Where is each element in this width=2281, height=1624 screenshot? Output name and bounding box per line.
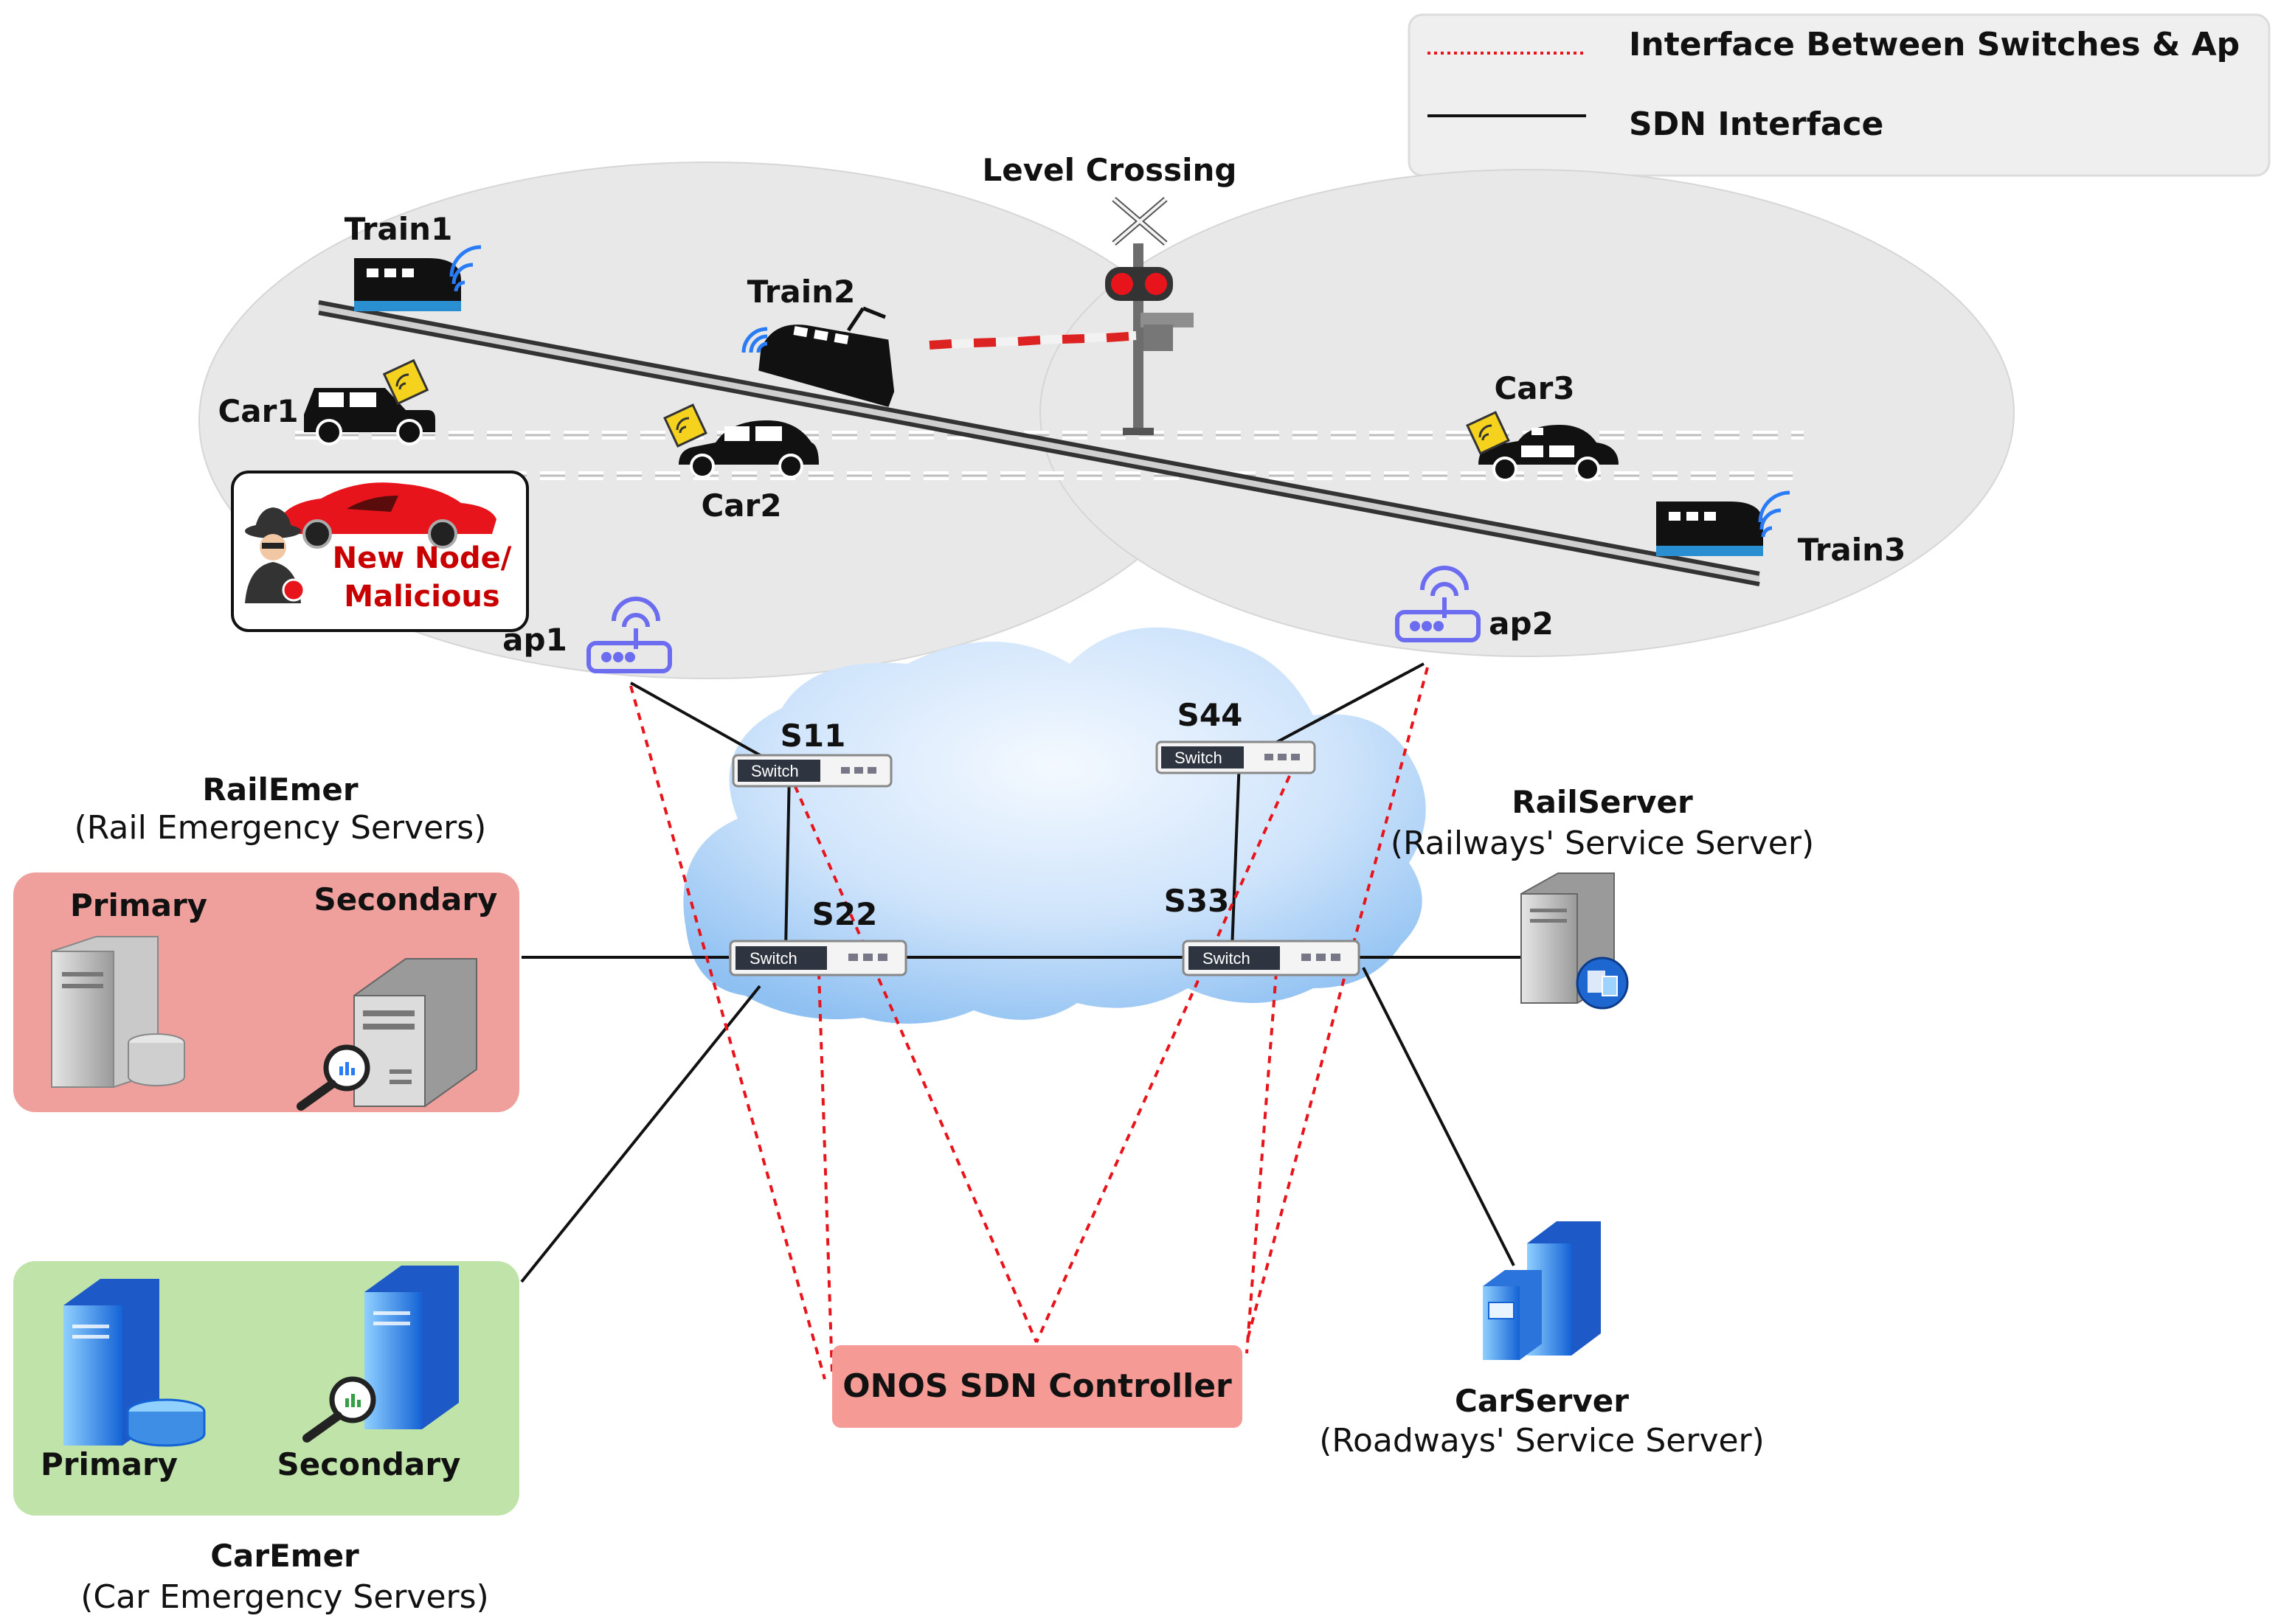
link-s11-controller (788, 772, 1038, 1343)
ap2-coverage-area (1039, 169, 2015, 657)
car2: Car2 (663, 403, 819, 524)
switch-s22: S22 Switch (729, 896, 907, 976)
crossing-barrier (929, 331, 1137, 350)
car1-label: Car1 (218, 393, 298, 429)
wifi-sign-icon (1466, 411, 1510, 455)
switch-s44: S44 Switch (1155, 697, 1316, 774)
car-icon (304, 388, 435, 445)
level-crossing-label: Level Crossing (983, 152, 1237, 188)
malicious-node: New Node/ Malicious (231, 471, 529, 632)
link-s11-s22 (784, 772, 791, 951)
link-s33-carserver (1362, 967, 1515, 1266)
link-ap1-s11 (630, 681, 775, 765)
rail-emer-title: RailEmer (202, 771, 358, 808)
legend-black-solid-label: SDN Interface (1629, 105, 1883, 143)
wifi-icon (1758, 490, 1790, 538)
router-icon (1395, 566, 1481, 642)
red-car-icon (277, 482, 496, 549)
hacker-icon (245, 507, 305, 603)
link-s22-controller (817, 971, 834, 1374)
switch-s11-label: S11 (780, 718, 846, 754)
crossing-sign-icon (1112, 196, 1168, 246)
wifi-sign-icon (382, 358, 429, 406)
switch-faceplate-label: Switch (1202, 949, 1250, 968)
car2-label: Car2 (701, 487, 781, 524)
car1: Car1 (218, 358, 435, 445)
switch-s11: S11 Switch (732, 718, 893, 788)
rail-emer-secondary-label: Secondary (314, 881, 498, 917)
rail-server: RailServer (Railways' Service Server) (1391, 784, 1814, 1010)
switch-s22-label: S22 (812, 896, 878, 932)
link-ap2-controller (1245, 667, 1429, 1343)
car3: Car3 (1466, 370, 1619, 482)
network-cloud (683, 627, 1426, 1024)
car-server-title: CarServer (1455, 1383, 1629, 1419)
train3-label: Train3 (1798, 532, 1906, 568)
switch-s33: S33 Switch (1164, 883, 1360, 976)
controller-box (832, 1345, 1242, 1428)
link-s44-controller (1035, 775, 1291, 1343)
ap1: ap1 (502, 597, 672, 673)
search-server-icon (297, 958, 477, 1111)
link-ap2-s44 (1268, 662, 1425, 748)
car-server: CarServer (Roadways' Service Server) (1319, 1221, 1765, 1460)
car-emer-secondary-label: Secondary (277, 1446, 461, 1482)
level-crossing: Level Crossing (929, 152, 1237, 435)
controller-label: ONOS SDN Controller (842, 1367, 1232, 1405)
database-server-icon (63, 1279, 206, 1447)
switch-ap-links (629, 667, 1429, 1380)
database-server-icon (51, 936, 185, 1088)
rail-emer-group: RailEmer (Rail Emergency Servers) Primar… (13, 771, 519, 1112)
train2: Train2 (741, 274, 895, 407)
train3: Train3 (1656, 490, 1906, 568)
legend-red-dotted-label: Interface Between Switches & Ap (1629, 26, 2240, 63)
wifi-sign-icon (663, 403, 707, 448)
rail-server-title: RailServer (1512, 784, 1693, 820)
train-icon (354, 258, 461, 311)
car-emer-title: CarEmer (210, 1538, 359, 1574)
link-caremer-s22 (520, 985, 761, 1283)
road (295, 431, 1804, 480)
server-icon (1520, 872, 1629, 1010)
train-icon (1656, 502, 1763, 556)
train1-label: Train1 (345, 211, 453, 247)
car-emer-subtitle: (Car Emergency Servers) (80, 1578, 488, 1616)
malicious-label-line2: Malicious (344, 580, 499, 614)
wifi-icon (449, 245, 482, 292)
train-icon (758, 306, 895, 407)
rail-server-subtitle: (Railways' Service Server) (1391, 825, 1814, 862)
train1: Train1 (345, 211, 482, 311)
switch-faceplate-label: Switch (750, 949, 797, 968)
car-icon (679, 420, 819, 479)
malicious-label-line1: New Node/ (333, 541, 512, 575)
legend: Interface Between Switches & Ap SDN Inte… (1408, 13, 2271, 177)
switch-faceplate-label: Switch (751, 762, 799, 780)
switch-faceplate-label: Switch (1174, 749, 1222, 767)
ap2: ap2 (1395, 566, 1554, 642)
car-icon (1478, 425, 1619, 482)
switch-s33-label: S33 (1164, 883, 1230, 919)
ap2-label: ap2 (1489, 605, 1554, 642)
link-s44-s33 (1231, 759, 1241, 951)
search-server-icon (302, 1266, 459, 1443)
wifi-icon (741, 327, 768, 353)
rail-emer-subtitle: (Rail Emergency Servers) (75, 809, 487, 847)
car-server-subtitle: (Roadways' Service Server) (1319, 1422, 1765, 1460)
car-emer-group: Primary Secondary CarEmer (Car Emergency… (13, 1261, 519, 1616)
car3-label: Car3 (1494, 370, 1574, 406)
router-icon (586, 597, 672, 673)
rail-emer-primary-label: Primary (70, 887, 207, 923)
link-s33-controller (1245, 971, 1278, 1354)
train2-label: Train2 (747, 274, 856, 310)
ap1-label: ap1 (502, 622, 567, 658)
server-icon (1483, 1221, 1601, 1360)
switch-s44-label: S44 (1177, 697, 1243, 733)
onos-controller: ONOS SDN Controller (832, 1345, 1242, 1428)
sdn-links (520, 662, 1521, 1283)
railway-track (318, 300, 1760, 586)
car-emer-primary-label: Primary (41, 1446, 178, 1482)
